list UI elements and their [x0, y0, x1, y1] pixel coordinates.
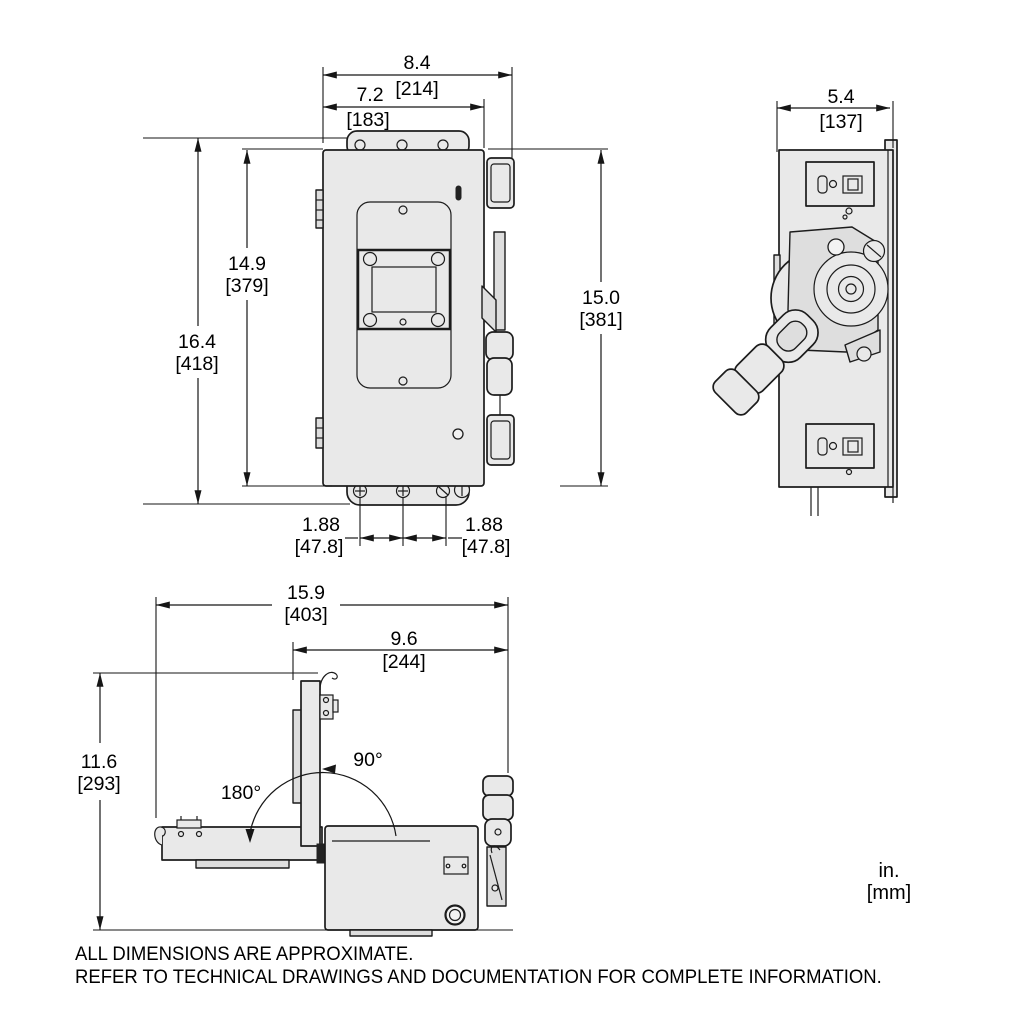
dim-front-door-height: 14.9 [379] — [225, 149, 269, 487]
enclosure-top-view — [324, 825, 479, 937]
footer-disclaimer: ALL DIMENSIONS ARE APPROXIMATE. REFER TO… — [75, 944, 882, 989]
dim-label-mm: [418] — [175, 353, 218, 375]
door-open-180 — [154, 816, 323, 869]
conduit-knob — [444, 904, 466, 926]
dim-label: 1.88 — [302, 514, 340, 536]
door-swing-arc — [245, 764, 397, 843]
units-note-inches: in. — [878, 860, 899, 882]
front-indicator-slot — [455, 185, 462, 201]
dim-label-mm: [47.8] — [462, 536, 511, 558]
dim-label-mm: [47.8] — [295, 536, 344, 558]
door-open-90 — [292, 671, 339, 847]
side-hinge-bottom — [805, 423, 875, 476]
dim-label-mm: [183] — [346, 109, 389, 131]
dim-label-mm: [293] — [77, 773, 120, 795]
dim-label-mm: [403] — [284, 604, 327, 626]
footer-line-2: REFER TO TECHNICAL DRAWINGS AND DOCUMENT… — [75, 967, 882, 989]
dim-label: 16.4 — [178, 331, 216, 353]
front-left-tabs — [315, 189, 324, 449]
side-hinge-top — [805, 161, 875, 220]
dim-label-mm: [381] — [579, 309, 622, 331]
dim-front-cover-width: 7.2 [183] — [322, 84, 485, 131]
dim-label: 11.6 — [81, 751, 118, 773]
dim-mounting-spacing-left: 1.88 [47.8] — [295, 514, 404, 558]
dim-front-enclosure-height: 15.0 [381] — [579, 149, 623, 487]
dim-label: 8.4 — [403, 52, 430, 74]
dim-label: 15.9 — [287, 582, 325, 604]
dim-label: 14.9 — [228, 253, 266, 275]
dim-front-overall-height: 16.4 [418] — [175, 137, 219, 505]
dim-label-mm: [214] — [395, 78, 438, 100]
dim-label-mm: [137] — [819, 111, 862, 133]
units-note: in. [mm] — [867, 860, 911, 904]
dim-label: 1.88 — [465, 514, 503, 536]
handle-top-view — [482, 775, 514, 907]
mechanism-disc — [813, 251, 889, 327]
dim-open-overall-width: 15.9 [403] — [155, 582, 509, 626]
units-note-mm: [mm] — [867, 882, 911, 904]
dim-label: 7.2 — [356, 84, 383, 106]
front-body-hole — [452, 428, 464, 440]
dim-enclosure-open-width: 9.6 [244] — [292, 628, 509, 673]
dim-label: 15.0 — [582, 287, 620, 309]
side-wires — [810, 487, 894, 516]
side-view: 5.4 [137] — [712, 86, 898, 516]
footer-line-1: ALL DIMENSIONS ARE APPROXIMATE. — [75, 944, 413, 966]
front-operating-handle — [485, 331, 514, 415]
bottom-open-view: 90° 180° 15.9 [403] 9.6 [244] 11.6 [293] — [77, 582, 514, 937]
dim-label-mm: [244] — [382, 651, 425, 673]
dim-side-depth: 5.4 [137] — [776, 86, 891, 133]
mechanism-screw — [862, 239, 886, 263]
dim-mounting-spacing-right: 1.88 [47.8] — [402, 514, 511, 558]
dim-label: 5.4 — [827, 86, 854, 108]
mechanism-pivot — [827, 238, 845, 256]
side-operating-handle — [712, 309, 819, 416]
mounting-screw-center — [395, 483, 411, 499]
front-view: 8.4 [214] 7.2 [183] 14.9 [379] 16.4 [418… — [143, 52, 623, 558]
dim-label: 9.6 — [390, 628, 417, 650]
angle-label-90: 90° — [353, 749, 383, 771]
front-hinge-bottom — [486, 414, 515, 466]
front-viewing-window — [356, 248, 452, 331]
angle-label-180: 180° — [221, 782, 261, 804]
front-interlock-bracket — [481, 231, 506, 333]
dim-open-overall-depth: 11.6 [293] — [77, 672, 121, 931]
dim-front-overall-width: 8.4 [214] — [322, 52, 513, 100]
front-hinge-top — [486, 157, 515, 209]
dim-label-mm: [379] — [225, 275, 268, 297]
